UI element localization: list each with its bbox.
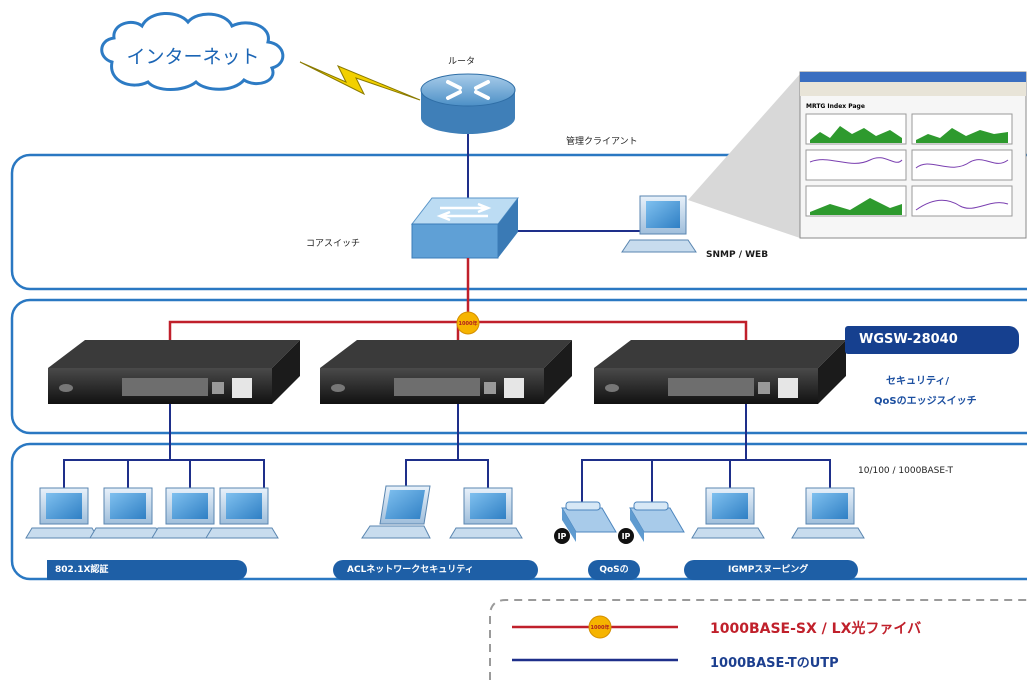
mrtg-screenshot: MRTG Index Page [799, 71, 1027, 239]
pc-icon [691, 487, 765, 539]
ip-badge: IP [622, 532, 631, 541]
feature-8021x: 802.1X認証 [47, 560, 247, 580]
router-label: ルータ [448, 57, 476, 67]
model-badge: WGSW-28040 [845, 326, 1019, 354]
internet-cloud [100, 12, 285, 91]
client-zone [10, 442, 1027, 581]
edge-desc-line2: QoSのエッジスイッチ [874, 396, 977, 407]
snmp-web-label: SNMP / WEB [706, 250, 769, 260]
edge-desc-line1: セキュリティ/ [886, 376, 950, 387]
legend-utp-label: 1000BASE-TのUTP [710, 656, 839, 671]
legend-fiber-label: 1000BASE-SX / LX光ファイバ [710, 621, 922, 637]
management-pc-icon [621, 195, 697, 253]
core-switch-icon [410, 197, 520, 259]
pc-icon [791, 487, 865, 539]
pc-icon [89, 487, 163, 539]
pc-icon [25, 487, 99, 539]
management-zone [10, 153, 1027, 291]
legend-fiber-badge-icon: 1000年 [588, 615, 612, 639]
feature-qos: QoSの [588, 560, 640, 580]
ethernet-speed-label: 10/100 / 1000BASE-T [858, 466, 953, 476]
legend-fiber-badge-label: 1000年 [591, 624, 610, 631]
management-client-label: 管理クライアント [566, 137, 638, 147]
edge-switch-1 [48, 340, 300, 404]
pc-icon [449, 487, 523, 539]
legend-box [489, 599, 1027, 680]
zoom-projection [688, 74, 800, 238]
pc-icon [205, 487, 279, 539]
internet-label: インターネット [126, 46, 260, 68]
edge-switch-zone [10, 298, 1027, 435]
pc-icon [151, 487, 225, 539]
edge-switch-2 [320, 340, 572, 404]
feature-acl: ACLネットワークセキュリティ [333, 560, 538, 580]
utp-links [63, 404, 831, 510]
ip-phone-icon: IP [618, 501, 685, 544]
core-switch-label: コアスイッチ [306, 239, 361, 249]
screenshot-title: MRTG Index Page [806, 103, 865, 110]
router-icon [420, 73, 516, 134]
fiber-badge-icon: 1000年 [456, 311, 480, 335]
edge-switch-3 [594, 340, 846, 404]
feature-igmp: IGMPスヌーピング [684, 560, 858, 580]
ip-phone-icon: IP [554, 501, 617, 544]
laptop-icon [361, 485, 431, 539]
fiber-badge-label: 1000年 [459, 320, 478, 327]
ip-badge: IP [558, 532, 567, 541]
lightning-bolt-icon [299, 61, 421, 101]
